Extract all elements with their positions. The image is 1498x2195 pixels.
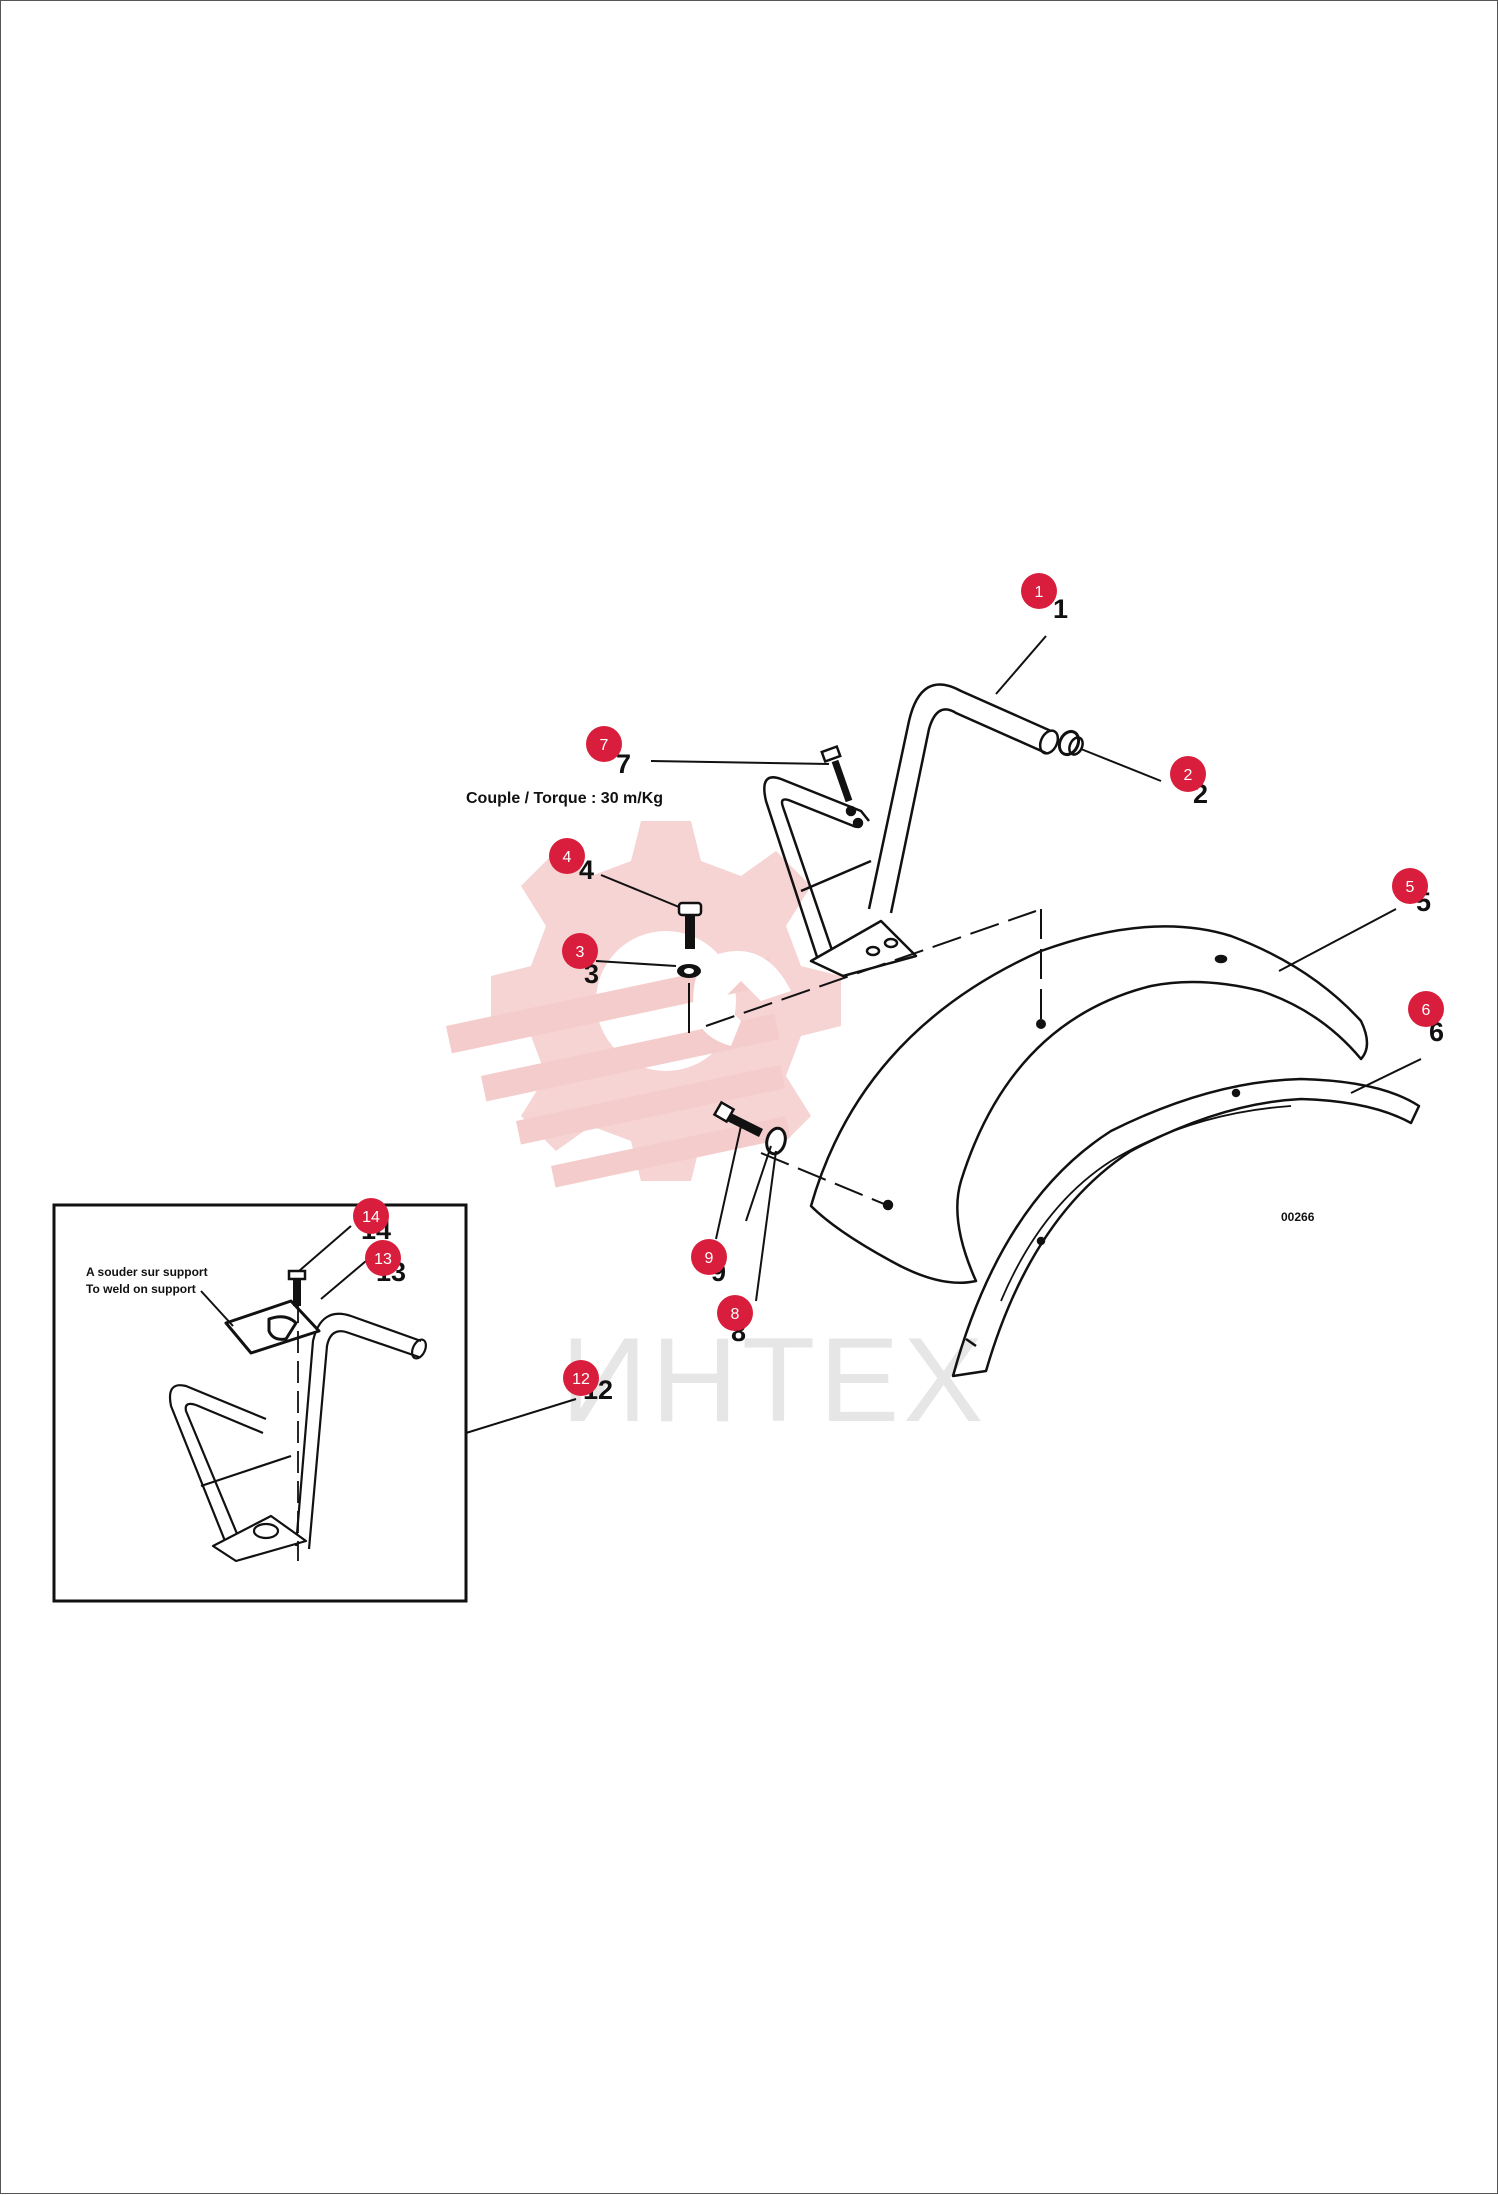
callout-9-label: 9 [705,1250,714,1267]
bolt-14 [287,1269,307,1306]
fender-part-5 [809,925,1369,1285]
watermark-logo [446,821,841,1188]
bolt-4 [677,901,703,949]
bolt-7 [820,744,853,803]
inset-leader-lines [200,1225,577,1434]
bolt-9 [712,1100,764,1138]
assembly-lines [705,909,1046,1207]
leader-lines [595,635,1422,1302]
callout-4[interactable]: 4 [549,838,585,874]
callout-14-label: 14 [362,1209,380,1226]
watermark-text: ИНТЕХ [561,1313,987,1447]
handlebar-part [867,683,1084,914]
callout-2-label: 2 [1184,767,1193,784]
callout-3-label: 3 [576,944,585,961]
fender-strip-part-6 [951,1077,1421,1378]
callout-8-label: 8 [731,1306,740,1323]
part-label-1: 1 [1053,594,1068,624]
inset-note-en: To weld on support [86,1282,196,1296]
callout-14[interactable]: 14 [353,1198,389,1234]
callout-3[interactable]: 3 [562,933,598,969]
callout-7[interactable]: 7 [586,726,622,762]
callout-6-label: 6 [1422,1002,1431,1019]
part-label-7: 7 [616,749,631,779]
callout-12[interactable]: 12 [563,1360,599,1396]
callout-8[interactable]: 8 [717,1295,753,1331]
support-bracket [763,776,918,978]
callout-13[interactable]: 13 [365,1240,401,1276]
washer-3 [677,964,701,1033]
callout-2[interactable]: 2 [1170,756,1206,792]
callout-9[interactable]: 9 [691,1239,727,1275]
callout-1[interactable]: 1 [1021,573,1057,609]
inset-box [52,1203,468,1603]
torque-note: Couple / Torque : 30 m/Kg [466,790,663,807]
callout-6[interactable]: 6 [1408,991,1444,1027]
callout-4-label: 4 [563,849,572,866]
callout-13-label: 13 [374,1251,392,1268]
inset-note-fr: A souder sur support [86,1265,208,1279]
callout-7-label: 7 [600,737,609,754]
callout-5-label: 5 [1406,879,1415,896]
callout-1-label: 1 [1035,584,1044,601]
inset-assembly [168,1299,427,1563]
drawing-code: 00266 [1281,1210,1315,1224]
callout-12-label: 12 [572,1371,590,1388]
callout-5[interactable]: 5 [1392,868,1428,904]
